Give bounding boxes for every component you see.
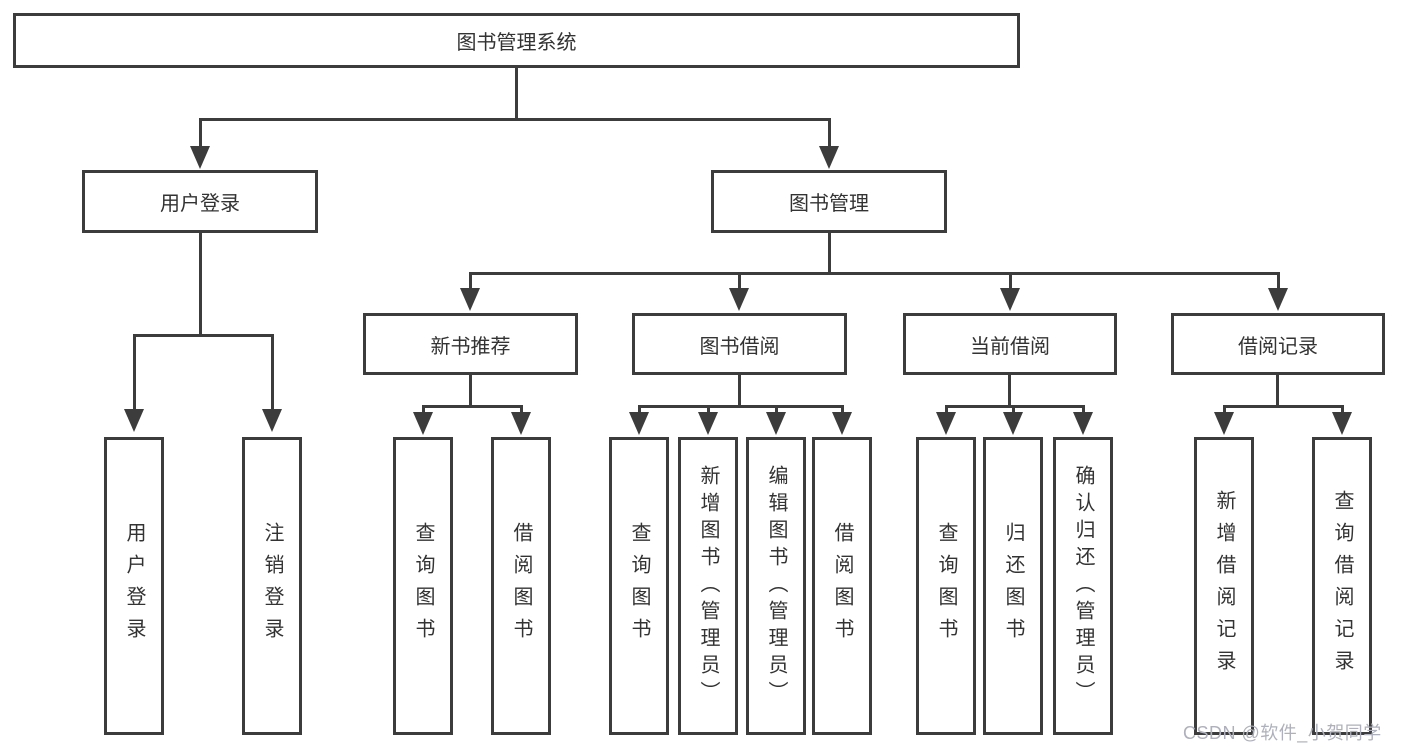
connector-book-management-stem [828, 233, 831, 275]
connector-book-borrowing-stem [738, 375, 741, 407]
leaf-add-borrow-record: 新增借阅记录 [1194, 437, 1254, 735]
node-borrow-records: 借阅记录 [1171, 313, 1385, 375]
connector-new-book-split [422, 405, 523, 408]
node-book-borrowing: 图书借阅 [632, 313, 847, 375]
node-root: 图书管理系统 [13, 13, 1020, 68]
node-new-book-recommend: 新书推荐 [363, 313, 578, 375]
leaf-borrow-books-1: 借阅图书 [491, 437, 551, 735]
node-user-login: 用户登录 [82, 170, 318, 233]
connector-borrow-records-stem [1276, 375, 1279, 407]
leaf-query-books-2: 查询图书 [609, 437, 669, 735]
leaf-query-borrow-record: 查询借阅记录 [1312, 437, 1372, 735]
leaf-add-books-admin: 新增图书（管理员） [678, 437, 738, 735]
leaf-query-books-3: 查询图书 [916, 437, 976, 735]
connector-user-login-stem [199, 233, 202, 336]
node-book-management: 图书管理 [711, 170, 947, 233]
leaf-logout: 注销登录 [242, 437, 302, 735]
leaf-borrow-books-2: 借阅图书 [812, 437, 872, 735]
watermark: CSDN @软件_小贺同学 [1183, 723, 1382, 743]
leaf-confirm-return-admin: 确认归还（管理员） [1053, 437, 1113, 735]
connector-root-split [199, 118, 831, 121]
connector-current-borrowing-split [945, 405, 1084, 408]
connector-current-borrowing-stem [1008, 375, 1011, 407]
leaf-return-books: 归还图书 [983, 437, 1043, 735]
connector-user-login-split [133, 334, 274, 337]
leaf-edit-books-admin: 编辑图书（管理员） [746, 437, 806, 735]
node-current-borrowing: 当前借阅 [903, 313, 1117, 375]
leaf-user-login: 用户登录 [104, 437, 164, 735]
leaf-query-books-1: 查询图书 [393, 437, 453, 735]
connector-book-borrowing-split [638, 405, 844, 408]
connector-new-book-stem [469, 375, 472, 407]
connector-borrow-records-split [1223, 405, 1344, 408]
connector-book-management-split [469, 272, 1280, 275]
connector-root-stem [515, 68, 518, 121]
